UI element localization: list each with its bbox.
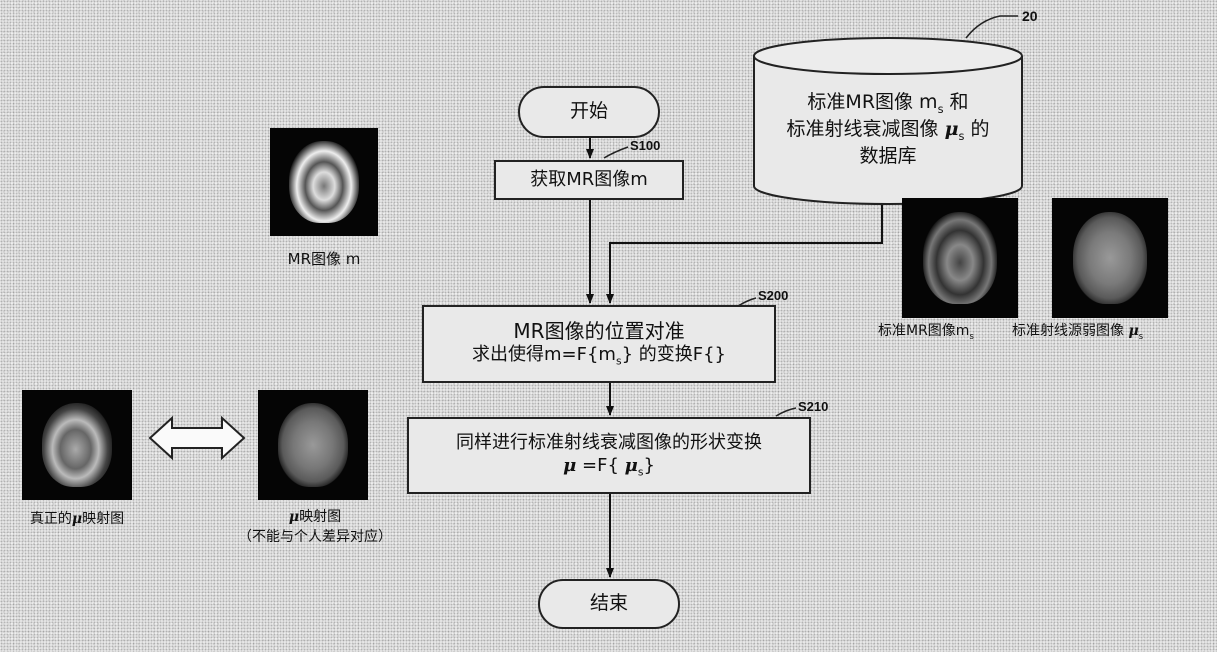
- database-ref-number: 20: [1022, 8, 1038, 24]
- database-cylinder: [753, 37, 1023, 205]
- mu-map-image: [258, 390, 368, 500]
- s210-box: 同样进行标准射线衰减图像的形状变换 μ =F{ μs}: [407, 417, 811, 494]
- mr-image-caption: MR图像 m: [287, 250, 361, 268]
- mu-map-caption-line-1: μ映射图: [288, 509, 342, 525]
- s200-box: MR图像的位置对准 求出使得m=F{ms} 的变换F{}: [422, 305, 776, 383]
- s210-line-1: 同样进行标准射线衰减图像的形状变换: [456, 432, 762, 454]
- s210-line-2: μ =F{ μs}: [563, 454, 655, 479]
- s100-text: 获取MR图像m: [530, 168, 648, 190]
- std-attenuation-image: [1052, 198, 1168, 318]
- s200-line-2: 求出使得m=F{ms} 的变换F{}: [471, 344, 727, 369]
- s100-box: 获取MR图像m: [494, 160, 684, 200]
- mr-image: [270, 128, 378, 236]
- s100-label-tick: [603, 146, 629, 159]
- std-attenuation-image-caption: 标准射线源弱图像 μs: [1012, 323, 1144, 341]
- arrow-database-to-s200: [606, 188, 883, 304]
- s210-label-tick: [775, 407, 797, 417]
- end-node: 结束: [538, 579, 680, 629]
- end-label: 结束: [589, 592, 628, 615]
- std-mr-image: [902, 198, 1018, 318]
- database-line-1: 标准MR图像 ms 和: [807, 91, 969, 116]
- database-ref-leader: [965, 15, 1018, 39]
- s200-label: S200: [758, 288, 789, 303]
- s200-line-1: MR图像的位置对准: [513, 319, 685, 344]
- double-arrow: [148, 415, 246, 461]
- mu-map-caption: μ映射图 （不能与个人差异对应）: [230, 508, 400, 547]
- database-label: 标准MR图像 ms 和 标准射线衰减图像 μs 的 数据库: [752, 90, 1024, 170]
- mu-map-caption-line-2: （不能与个人差异对应）: [238, 528, 392, 545]
- s100-label: S100: [630, 138, 661, 153]
- start-node: 开始: [518, 86, 660, 138]
- std-mr-image-caption: 标准MR图像ms: [878, 323, 974, 341]
- database-line-3: 数据库: [859, 145, 917, 168]
- true-mu-map-image: [22, 390, 132, 500]
- start-label: 开始: [569, 100, 608, 123]
- s210-label: S210: [798, 399, 829, 414]
- true-mu-map-caption: 真正的μ映射图: [29, 511, 125, 527]
- database-line-2: 标准射线衰减图像 μs 的: [786, 118, 990, 143]
